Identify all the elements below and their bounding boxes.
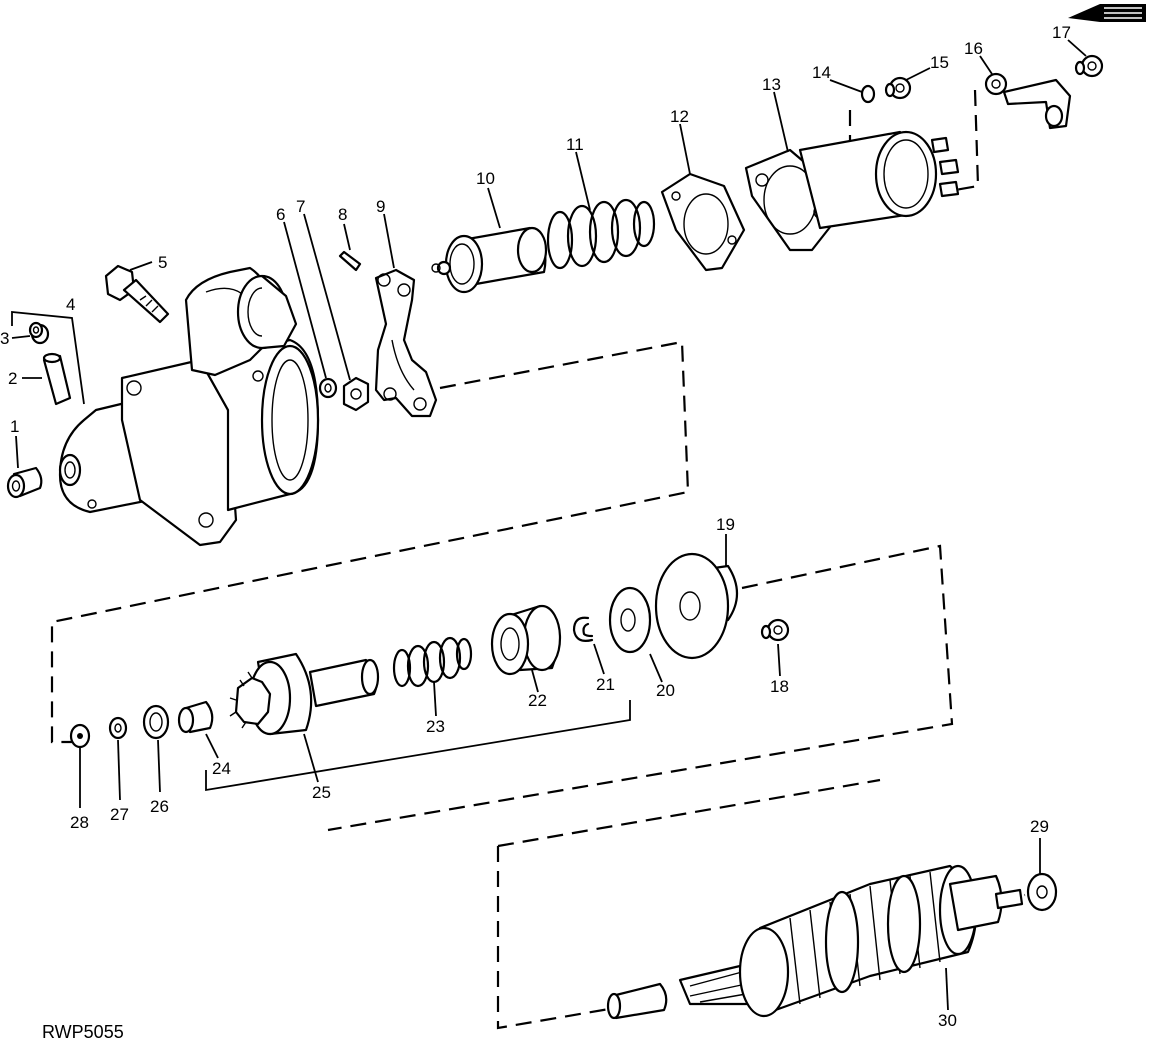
- part-5-bolt: [104, 264, 170, 324]
- callout-25: 25: [312, 783, 331, 802]
- callout-11: 11: [566, 135, 584, 154]
- part-24-bushing: [177, 700, 214, 734]
- callout-15: 15: [930, 53, 949, 72]
- part-6-lock-washer: [318, 377, 338, 399]
- callout-17: 17: [1052, 23, 1071, 42]
- callout-1: 1: [10, 417, 19, 436]
- part-8-pin: [338, 250, 362, 272]
- part-29-washer: [1026, 872, 1058, 912]
- part-26-collar: [142, 704, 170, 740]
- part-30-armature: [606, 864, 1024, 1020]
- leader-lines: [11, 39, 1087, 1011]
- figure-code: RWP5055: [42, 1022, 124, 1042]
- callout-26: 26: [150, 797, 169, 816]
- part-18-nut: [760, 618, 790, 642]
- callout-3: 3: [0, 329, 9, 348]
- part-20-washer: [608, 586, 652, 654]
- part-14-washer: [860, 84, 876, 104]
- part-10-plunger: [431, 226, 548, 294]
- part-11-spring: [546, 198, 656, 270]
- callout-9: 9: [376, 197, 385, 216]
- callout-30: 30: [938, 1011, 957, 1030]
- part-19-housing-plate: [654, 552, 739, 660]
- part-22-collar: [490, 604, 562, 676]
- part-28-washer: [69, 723, 91, 749]
- callout-4: 4: [66, 295, 75, 314]
- part-2-pin: [42, 352, 72, 406]
- callout-29: 29: [1030, 817, 1049, 836]
- callout-labels: 1 2 3 4 5 6 7 8 9 10 11 12 13 14 15 16 1…: [0, 23, 1071, 1030]
- part-21-snap-ring: [572, 616, 594, 642]
- callout-24: 24: [212, 759, 231, 778]
- part-25-drive-pinion: [229, 652, 380, 736]
- callout-28: 28: [70, 813, 89, 832]
- callout-13: 13: [762, 75, 781, 94]
- callout-18: 18: [770, 677, 789, 696]
- callout-20: 20: [656, 681, 675, 700]
- direction-arrow-icon: [1068, 4, 1146, 22]
- part-16-strap: [984, 72, 1072, 130]
- callout-7: 7: [296, 197, 305, 216]
- callout-5: 5: [158, 253, 167, 272]
- callout-2: 2: [8, 369, 17, 388]
- callout-27: 27: [110, 805, 129, 824]
- callout-22: 22: [528, 691, 547, 710]
- callout-10: 10: [476, 169, 495, 188]
- part-1-bushing: [6, 466, 43, 499]
- part-12-gasket: [660, 172, 746, 272]
- callout-23: 23: [426, 717, 445, 736]
- part-17-nut: [1074, 54, 1104, 78]
- part-13-solenoid: [744, 130, 960, 252]
- part-15-nut: [884, 76, 912, 100]
- part-3-plug: [28, 321, 50, 345]
- callout-21: 21: [596, 675, 615, 694]
- part-7-nut: [342, 376, 370, 412]
- callout-6: 6: [276, 205, 285, 224]
- part-27-snap-ring: [108, 716, 128, 740]
- callout-19: 19: [716, 515, 735, 534]
- part-9-shift-lever: [374, 268, 438, 418]
- callout-16: 16: [964, 39, 983, 58]
- callout-8: 8: [338, 205, 347, 224]
- part-23-spring: [392, 636, 473, 688]
- part-4-drive-housing: [11, 266, 320, 547]
- callout-12: 12: [670, 107, 689, 126]
- callout-14: 14: [812, 63, 831, 82]
